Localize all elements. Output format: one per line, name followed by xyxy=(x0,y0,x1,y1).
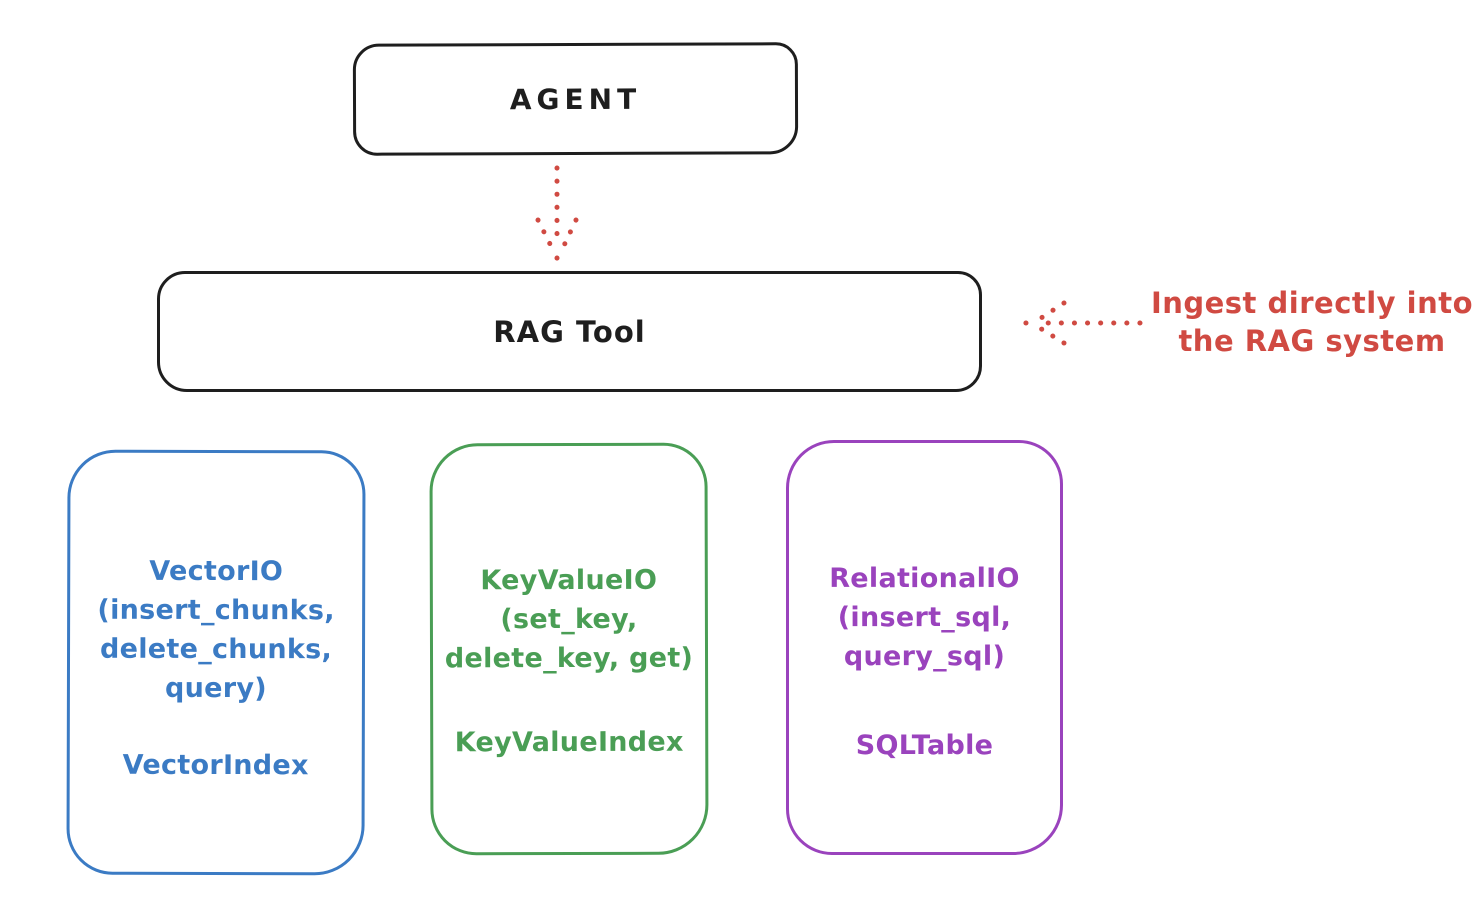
keyvalueio-line: (set_key, xyxy=(500,603,638,636)
dotted-arrow-left-icon xyxy=(1023,300,1143,346)
ingest-annotation: Ingest directly into the RAG system xyxy=(1140,284,1484,360)
vectorio-box: VectorIO (insert_chunks, delete_chunks, … xyxy=(66,449,366,876)
rag-tool-label: RAG Tool xyxy=(493,314,646,349)
relationalio-box: RelationalIO (insert_sql, query_sql) SQL… xyxy=(786,440,1063,855)
agent-label: AGENT xyxy=(509,82,642,116)
rag-tool-node: RAG Tool xyxy=(157,271,982,392)
relationalio-line: RelationalIO xyxy=(829,563,1020,594)
agent-node: AGENT xyxy=(352,42,799,156)
vectorio-text: VectorIO (insert_chunks, delete_chunks, … xyxy=(70,552,363,786)
relationalio-text: RelationalIO (insert_sql, query_sql) SQL… xyxy=(789,559,1060,765)
vectorio-line: VectorIO xyxy=(149,555,284,588)
keyvalueio-box: KeyValueIO (set_key, delete_key, get) Ke… xyxy=(429,442,709,856)
vectorio-line: delete_chunks, xyxy=(99,633,333,666)
keyvalueio-line: KeyValueIO xyxy=(480,564,658,597)
vectorindex-label: VectorIndex xyxy=(122,749,309,782)
relationalio-line: query_sql) xyxy=(843,641,1006,672)
ingest-annotation-line1: Ingest directly into xyxy=(1150,286,1474,320)
keyvalueio-text: KeyValueIO (set_key, delete_key, get) Ke… xyxy=(433,561,706,763)
vectorio-line: query) xyxy=(164,672,267,705)
dotted-arrow-down-icon xyxy=(535,165,579,261)
ingest-annotation-line2: the RAG system xyxy=(1178,324,1446,358)
keyvalueindex-label: KeyValueIndex xyxy=(454,726,684,759)
keyvalueio-line: delete_key, get) xyxy=(444,642,694,675)
sqltable-label: SQLTable xyxy=(855,730,994,761)
vectorio-line: (insert_chunks, xyxy=(97,594,335,627)
relationalio-line: (insert_sql, xyxy=(837,602,1012,633)
